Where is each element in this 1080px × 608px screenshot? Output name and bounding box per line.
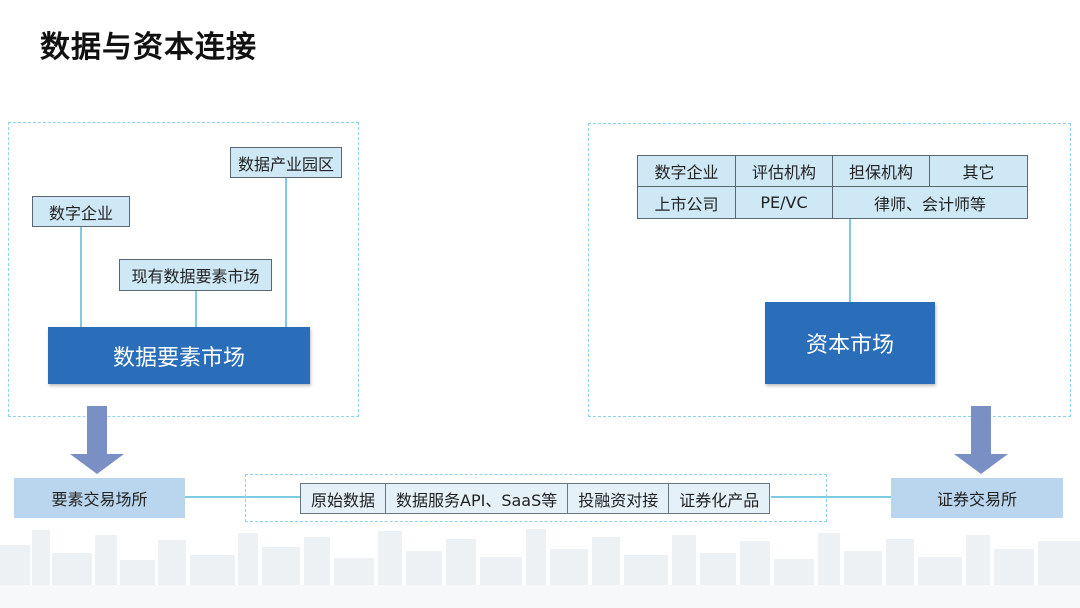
- connector-digital-enterprise: [80, 226, 82, 328]
- grid-cell-listed-company: 上市公司: [638, 187, 736, 218]
- item-investment-financing: 投融资对接: [568, 484, 670, 513]
- securities-exchange-box: 证券交易所: [891, 478, 1063, 518]
- bottom-items-frame: [245, 474, 827, 522]
- data-element-market-box: 数据要素市场: [48, 327, 310, 384]
- left-panel-frame: [8, 122, 359, 417]
- connector-bottom-left: [185, 496, 300, 498]
- city-skyline-decoration: [0, 529, 1080, 608]
- grid-cell-guarantee-agency: 担保机构: [833, 156, 930, 187]
- label-existing-data-market: 现有数据要素市场: [119, 259, 272, 291]
- connector-existing-market: [195, 290, 197, 328]
- grid-cell-pe-vc: PE/VC: [736, 187, 833, 218]
- right-panel-frame: [588, 123, 1071, 417]
- grid-cell-lawyers-accountants: 律师、会计师等: [873, 194, 986, 214]
- connector-data-park: [285, 178, 287, 328]
- down-arrow-right: [954, 406, 1008, 474]
- connector-bottom-right: [771, 496, 892, 498]
- down-arrow-left: [70, 406, 124, 474]
- label-data-park: 数据产业园区: [230, 147, 342, 178]
- bottom-items-bar: 原始数据 数据服务API、SaaS等 投融资对接 证券化产品: [300, 483, 771, 514]
- grid-cell-valuation-agency: 评估机构: [736, 156, 833, 187]
- label-digital-enterprise: 数字企业: [32, 196, 130, 227]
- item-data-services: 数据服务API、SaaS等: [386, 484, 569, 513]
- item-raw-data: 原始数据: [301, 484, 387, 513]
- item-securitized-products: 证券化产品: [679, 490, 760, 510]
- grid-cell-others: 其它: [930, 156, 1027, 187]
- capital-participants-grid: 数字企业 评估机构 担保机构 其它 上市公司 PE/VC 律师、会计师等: [637, 155, 1028, 219]
- connector-capital-grid: [849, 219, 851, 303]
- page-title: 数据与资本连接: [40, 30, 257, 65]
- element-exchange-box: 要素交易场所: [14, 478, 185, 518]
- grid-cell-digital-enterprise: 数字企业: [638, 156, 736, 187]
- capital-market-box: 资本市场: [765, 302, 935, 384]
